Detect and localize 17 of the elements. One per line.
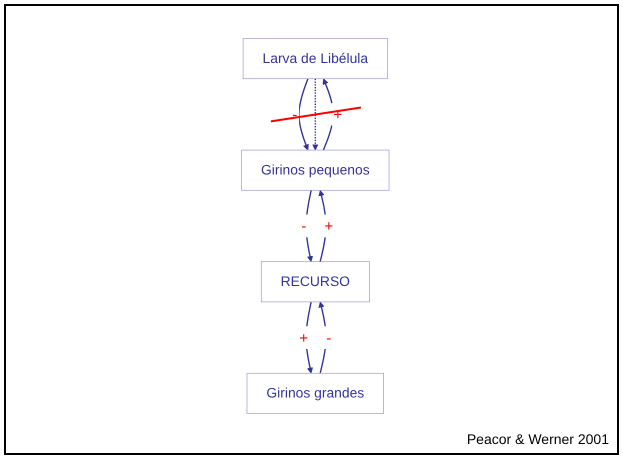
node-box: Girinos grandes [246,372,384,414]
node-box: Larva de Libélula [242,38,388,80]
node-box: RECURSO [260,261,370,302]
node-box: Girinos pequenos [241,150,390,191]
caption: Peacor & Werner 2001 [466,431,609,447]
arrow [305,190,314,262]
edge-label: + [299,328,308,346]
arrow [298,78,309,150]
arrow [312,78,318,150]
arrow [322,78,334,150]
arrow [318,190,327,262]
arrow [318,302,327,374]
edge-label: + [324,217,334,235]
edge-label: - [326,328,332,346]
arrow [305,302,314,374]
edge-label: - [292,106,298,124]
edge-label: - [301,217,306,235]
